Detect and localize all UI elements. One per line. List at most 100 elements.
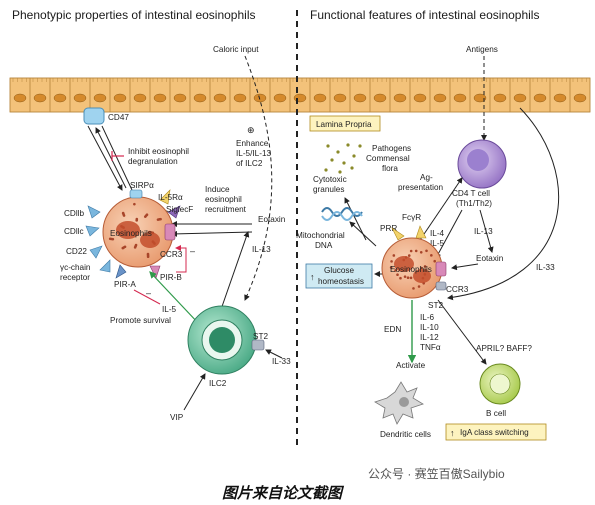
granule <box>414 249 418 253</box>
cytotoxic-label-1: Cytotoxic <box>313 175 347 184</box>
il5-label-right: IL-5 <box>430 239 445 248</box>
il33-label-right: IL-33 <box>536 263 555 272</box>
mito-arrow <box>349 221 377 247</box>
epithelial-nucleus <box>373 93 387 103</box>
epithelial-nucleus <box>473 93 487 103</box>
granule <box>121 246 125 250</box>
granule <box>430 254 433 257</box>
pathogen-dots <box>324 143 362 174</box>
st2-label-right: ST2 <box>428 301 443 310</box>
iga-switching-box <box>445 423 547 441</box>
glucose-homeostasis-box <box>305 263 373 289</box>
cd4-t-cell <box>457 139 507 189</box>
minus-sign-1: – <box>190 246 195 256</box>
cd11c-label: CDllc <box>64 227 84 236</box>
pathogen-dot <box>324 168 328 172</box>
ag-presentation-arrow <box>419 177 463 241</box>
granule <box>407 254 411 257</box>
il33-arrow-left <box>265 349 283 359</box>
epithelial-nucleus <box>553 93 567 103</box>
granule <box>409 276 413 280</box>
epithelial-nucleus <box>153 93 167 103</box>
epithelial-nucleus <box>93 93 107 103</box>
il13-arrow-right <box>479 209 494 253</box>
granule <box>412 287 415 290</box>
il4-label-right: IL-4 <box>430 229 445 238</box>
figure-caption: 图片来自论文截图 <box>222 484 345 502</box>
epithelial-nucleus <box>193 93 207 103</box>
promote-survival-label: Promote survival <box>110 316 171 325</box>
il5-label-left: IL-5 <box>162 305 177 314</box>
granule <box>392 254 396 257</box>
il33-label-left: IL-33 <box>272 357 291 366</box>
epithelial-nucleus <box>133 93 147 103</box>
enhance-label-line1: Enhance <box>236 139 269 148</box>
epithelial-nucleus <box>113 93 127 103</box>
il13-label-right: IL-13 <box>474 227 493 236</box>
epithelial-nucleus <box>253 93 267 103</box>
plus-circle-icon: ⊕ <box>247 125 255 135</box>
il5ra-label: IL-5Rα <box>158 193 183 202</box>
granule <box>108 237 112 241</box>
epithelial-nucleus <box>73 93 87 103</box>
il13-arrow-left <box>217 231 250 319</box>
st2-label-left: ST2 <box>253 332 268 341</box>
granule <box>389 266 393 269</box>
pathogen-dot <box>338 170 342 174</box>
intestinal-epithelium <box>9 77 591 113</box>
il4-il5-arrow <box>435 209 463 259</box>
granule <box>145 213 149 217</box>
epithelial-nucleus <box>493 93 507 103</box>
pir-a-red-arrow <box>133 289 161 305</box>
pathogen-dot <box>346 143 350 147</box>
eotaxin-arrow-right <box>451 263 479 271</box>
epithelial-nucleus <box>233 93 247 103</box>
lamina-propria-box <box>309 115 381 132</box>
pathogen-dot <box>330 158 334 162</box>
granule <box>135 217 139 221</box>
epithelial-nucleus <box>413 93 427 103</box>
dendritic-cells-label: Dendritic cells <box>380 430 431 439</box>
granule <box>133 246 137 249</box>
cd22-label: CD22 <box>66 247 87 256</box>
mitochondrial-dna-icon <box>321 207 363 217</box>
granule <box>417 285 421 288</box>
granule <box>420 266 423 270</box>
activate-label: Activate <box>396 361 426 370</box>
april-arrow <box>437 299 487 365</box>
induce-label-line2: eosinophil <box>205 195 242 204</box>
caloric-input-arrow <box>244 55 273 301</box>
ag-presentation-label-2: presentation <box>398 183 444 192</box>
epithelial-nucleus <box>513 93 527 103</box>
epithelial-nucleus <box>13 93 27 103</box>
watermark-text: 公众号 · 赛笠百傲Sailybio <box>368 466 505 481</box>
epithelial-cell <box>569 77 591 113</box>
gamma-chain-label-1: γc-chain <box>60 263 91 272</box>
pathogen-dot <box>326 144 330 148</box>
gamma-chain-label-2: receptor <box>60 273 90 282</box>
eotaxin-label-left: Eotaxin <box>258 215 286 224</box>
pir-a-label: PIR-A <box>114 280 136 289</box>
pathogen-dot <box>336 150 340 154</box>
granule <box>133 202 136 206</box>
eosinophils-label-left: Eosinophils <box>110 229 152 238</box>
cytokine-il12: IL-12 <box>420 333 439 342</box>
epithelial-nucleus <box>33 93 47 103</box>
granule <box>396 273 399 277</box>
epithelial-nucleus <box>353 93 367 103</box>
pathogens-label-2: Commensal <box>366 154 410 163</box>
epithelial-nucleus <box>293 93 307 103</box>
epithelial-nucleus <box>213 93 227 103</box>
dendritic-cell <box>374 381 424 425</box>
cytotoxic-label-2: granules <box>313 185 344 194</box>
mito-label-2: DNA <box>315 241 333 250</box>
enhance-label-line2: IL-5/IL-13 <box>236 149 271 158</box>
cd47-sirpa-arrow-1 <box>87 125 123 191</box>
ilc2-cell <box>187 305 265 375</box>
il33-curve-arrow <box>447 107 560 301</box>
iga-label: IgA class switching <box>460 428 529 437</box>
cytokine-il10: IL-10 <box>420 323 439 332</box>
granule <box>433 259 437 263</box>
inhibit-label-line1: Inhibit eosinophil <box>128 147 189 156</box>
